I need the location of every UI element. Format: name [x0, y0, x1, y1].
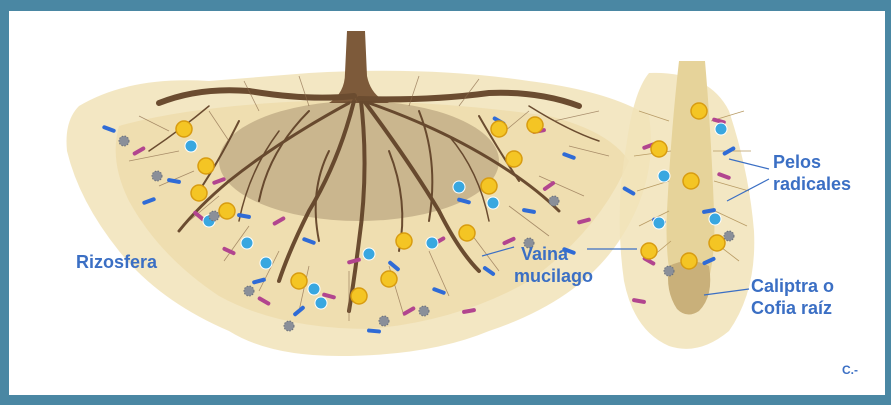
credit-mark: C.-: [842, 363, 858, 377]
phosphate-coin-icon: [176, 121, 192, 137]
phosphorus-p-icon: [487, 197, 499, 209]
phosphate-coin-icon: [683, 173, 699, 189]
microbe-spore-icon: [284, 321, 294, 331]
microbe-spore-icon: [549, 196, 559, 206]
rhizosphere-illustration: [9, 11, 885, 395]
phosphate-coin-icon: [191, 185, 207, 201]
phosphate-coin-icon: [459, 225, 475, 241]
phosphate-coin-icon: [527, 117, 543, 133]
phosphate-coin-icon: [641, 243, 657, 259]
microbe-spore-icon: [419, 306, 429, 316]
phosphate-coin-icon: [481, 178, 497, 194]
phosphorus-p-icon: [260, 257, 272, 269]
microbe-spore-icon: [244, 286, 254, 296]
phosphate-coin-icon: [651, 141, 667, 157]
label-vaina-line2: mucilago: [514, 265, 593, 287]
phosphate-coin-icon: [491, 121, 507, 137]
phosphate-coin-icon: [681, 253, 697, 269]
label-pelos-line2: radicales: [773, 173, 851, 195]
microbe-spore-icon: [152, 171, 162, 181]
phosphate-coin-icon: [351, 288, 367, 304]
phosphorus-p-icon: [308, 283, 320, 295]
phosphorus-p-icon: [363, 248, 375, 260]
phosphorus-p-icon: [241, 237, 253, 249]
diagram-panel: Rizosfera Vaina mucilago Pelos radicales…: [9, 11, 885, 395]
phosphorus-p-icon: [709, 213, 721, 225]
phosphorus-p-icon: [658, 170, 670, 182]
phosphorus-p-icon: [426, 237, 438, 249]
label-pelos-line1: Pelos: [773, 151, 821, 173]
phosphate-coin-icon: [198, 158, 214, 174]
label-rizosfera: Rizosfera: [76, 251, 157, 273]
phosphate-coin-icon: [709, 235, 725, 251]
microbe-spore-icon: [119, 136, 129, 146]
phosphorus-p-icon: [653, 217, 665, 229]
label-vaina-line1: Vaina: [521, 243, 568, 265]
microbe-spore-icon: [664, 266, 674, 276]
phosphate-coin-icon: [381, 271, 397, 287]
microbe-spore-icon: [379, 316, 389, 326]
phosphate-coin-icon: [506, 151, 522, 167]
label-caliptra-line1: Caliptra o: [751, 275, 834, 297]
microbe-spore-icon: [209, 211, 219, 221]
label-caliptra-line2: Cofia raíz: [751, 297, 832, 319]
phosphorus-p-icon: [315, 297, 327, 309]
phosphate-coin-icon: [219, 203, 235, 219]
phosphate-coin-icon: [291, 273, 307, 289]
phosphorus-p-icon: [185, 140, 197, 152]
phosphorus-p-icon: [715, 123, 727, 135]
microbe-spore-icon: [724, 231, 734, 241]
phosphate-coin-icon: [691, 103, 707, 119]
phosphate-coin-icon: [396, 233, 412, 249]
phosphorus-p-icon: [453, 181, 465, 193]
